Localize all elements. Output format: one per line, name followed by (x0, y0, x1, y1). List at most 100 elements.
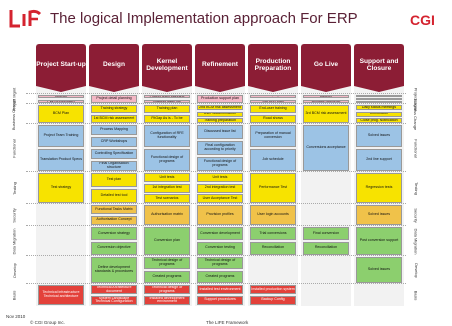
deliverable-box: Job schedule (250, 148, 296, 171)
footer-date: Nov 2010 (6, 314, 26, 319)
deliverable-box: Functional design of programs (144, 148, 190, 171)
deliverable-box: Final conversion (303, 227, 349, 241)
deliverable-box: Training strategy (91, 105, 137, 114)
phase-header: Kernel Development (142, 44, 192, 86)
row-divider (26, 171, 406, 172)
row-label-right: Security (410, 204, 422, 226)
row-divider (26, 225, 406, 226)
deliverable-box: Post conversion support (356, 227, 402, 255)
cgi-logo: CGI (410, 12, 435, 28)
row-label-right-text: Security (413, 207, 419, 223)
deliverable-box: 3rd BCM risk assessment (303, 105, 349, 123)
row-label-right: Develop (410, 256, 422, 284)
phase-header: Production Preparation (248, 44, 298, 86)
deliverable-box: Process Mapping (91, 125, 137, 136)
row-label-text: Testing (11, 181, 17, 195)
row-label-text: Security (11, 207, 17, 223)
row-label-right: Testing (410, 172, 422, 204)
deliverable-box: Training preparation (197, 118, 243, 123)
deliverable-box: Preparation of manual conversion (250, 125, 296, 148)
deliverable-box: Authorisation Concept (91, 215, 137, 225)
row-label: Testing (4, 172, 24, 204)
deliverable-box: Discussed issue list (197, 125, 243, 140)
deliverable-box: Configuration of RFE functionality (144, 125, 190, 148)
deliverable-box: Celebration (356, 111, 402, 117)
row-divider (26, 123, 406, 124)
deliverable-box: Project detail planning (91, 95, 137, 103)
deliverable-box: Solved issues (356, 257, 402, 283)
deliverable-box: Cut over plan (250, 99, 296, 103)
row-label: Develop (4, 256, 24, 284)
life-logo (9, 9, 42, 28)
row-label: Functional (4, 124, 24, 172)
deliverable-box: Conversion objective (91, 241, 137, 255)
phase-header: Project Start-up (36, 44, 86, 86)
deliverable-box: BCM Plan (38, 105, 84, 123)
deliverable-box: Detailed test tool (91, 188, 137, 203)
phase-arrow (142, 86, 192, 92)
phase-arrow (89, 86, 139, 92)
row-label: Security (4, 204, 24, 226)
row-divider (26, 203, 406, 204)
deliverable-box: Solved issues (356, 205, 402, 225)
deliverable-box: Provision profiles (197, 205, 243, 225)
deliverable-box: Created programs (197, 270, 243, 283)
row-label: Data Migration (4, 226, 24, 256)
row-label: Business Change (4, 98, 24, 129)
deliverable-box: 2nd integration test (197, 183, 243, 193)
deliverable-box: System Landscape Technical Configuration (91, 295, 137, 305)
row-label-right: Functional (410, 124, 422, 172)
row-label-right-text: Basis (413, 290, 419, 300)
deliverable-box: Project team planning (144, 95, 190, 99)
deliverable-box: FitGap As is - To be (144, 114, 190, 123)
deliverable-box: 2nd line support (356, 148, 402, 171)
footer-copyright: © CGI Group Inc. (30, 320, 65, 325)
deliverable-box: User Acceptance Test (197, 194, 243, 203)
deliverable-box: Support procedures (197, 295, 243, 305)
deliverable-box: Regression tests (356, 173, 402, 203)
row-divider (26, 283, 406, 284)
deliverable-box: Discharge Document (356, 98, 402, 101)
row-label-right-text: Develop (413, 262, 419, 278)
deliverable-box: Technical Architecture document (91, 285, 137, 295)
phase-arrow (36, 86, 86, 92)
row-label-right-text: Data Migration (413, 227, 419, 255)
deliverable-box: Daily status meetings (356, 105, 402, 110)
phase-arrow (248, 86, 298, 92)
deliverable-box: Reconciliation (303, 241, 349, 255)
deliverable-box: Trial conversions (250, 227, 296, 241)
deliverable-box: Final configuration according to priorit… (197, 140, 243, 156)
deliverable-box: Evaluation (356, 101, 402, 104)
deliverable-box: Solved issues (356, 125, 402, 148)
row-label-text: Develop (11, 262, 17, 278)
deliverable-box: Conversion plan (144, 227, 190, 255)
deliverable-box: Unit tests (144, 173, 190, 182)
deliverable-box: Cutover (303, 95, 349, 99)
deliverable-box: 2nd BCM risk assessment (197, 105, 243, 110)
row-label-text: Basis (11, 290, 17, 300)
deliverable-box: CRP Workshops (91, 136, 137, 148)
deliverable-box: Road shows (250, 114, 296, 123)
page-title: The logical Implementation approach For … (50, 10, 358, 27)
phase-header: Support and Closure (354, 44, 404, 86)
deliverable-box: User documentation (197, 111, 243, 117)
row-label-right-text: Testing (413, 181, 419, 195)
deliverable-box: Authorisation matrix (144, 205, 190, 225)
row-label-right: Data Migration (410, 226, 422, 256)
deliverable-box: 1st BCM risk assessment (91, 114, 137, 123)
deliverable-box: Performance Test (250, 173, 296, 203)
deliverable-box: Transfer to support (356, 95, 402, 97)
phase-arrow (354, 86, 404, 92)
deliverable-box: Project Team Training (38, 125, 84, 148)
deliverable-box: Conversion strategy (91, 227, 137, 241)
row-label-right-text: Functional (413, 138, 419, 158)
deliverable-box: Reconciliation (250, 241, 296, 255)
deliverable-box: 1st integration test (144, 183, 190, 193)
deliverable-box: Close prog. Notification (356, 118, 402, 123)
deliverable-box: Plan of Approach (38, 99, 84, 103)
row-label-right: Basis (410, 284, 422, 306)
deliverable-box: Functional Tasks Matrix (91, 205, 137, 215)
row-label: Basis (4, 284, 24, 306)
deliverable-box: Controlling Specification (91, 148, 137, 160)
row-divider (26, 93, 406, 94)
